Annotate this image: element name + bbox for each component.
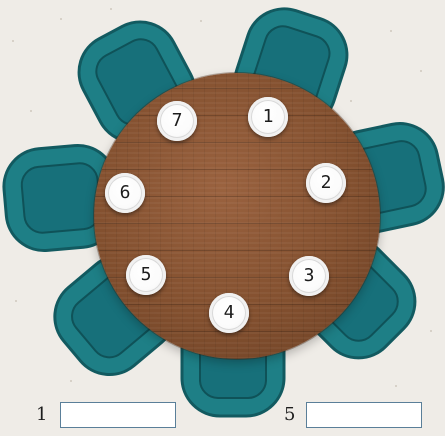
answer-input-5[interactable]	[306, 402, 422, 428]
plate-number: 4	[224, 304, 235, 322]
plate-5[interactable]: 5	[126, 255, 166, 295]
plate-6[interactable]: 6	[105, 173, 145, 213]
answer-label-1: 1	[36, 404, 47, 425]
plate-number: 6	[120, 184, 131, 202]
plate-4[interactable]: 4	[209, 293, 249, 333]
plate-2[interactable]: 2	[306, 163, 346, 203]
plate-number: 3	[304, 267, 315, 285]
plate-number: 7	[172, 112, 183, 130]
plate-number: 1	[263, 108, 274, 126]
plate-number: 2	[321, 174, 332, 192]
answer-label-5: 5	[284, 404, 295, 425]
answer-input-1[interactable]	[60, 402, 176, 428]
plate-3[interactable]: 3	[289, 256, 329, 296]
plate-number: 5	[141, 266, 152, 284]
plate-1[interactable]: 1	[248, 97, 288, 137]
plate-7[interactable]: 7	[157, 101, 197, 141]
